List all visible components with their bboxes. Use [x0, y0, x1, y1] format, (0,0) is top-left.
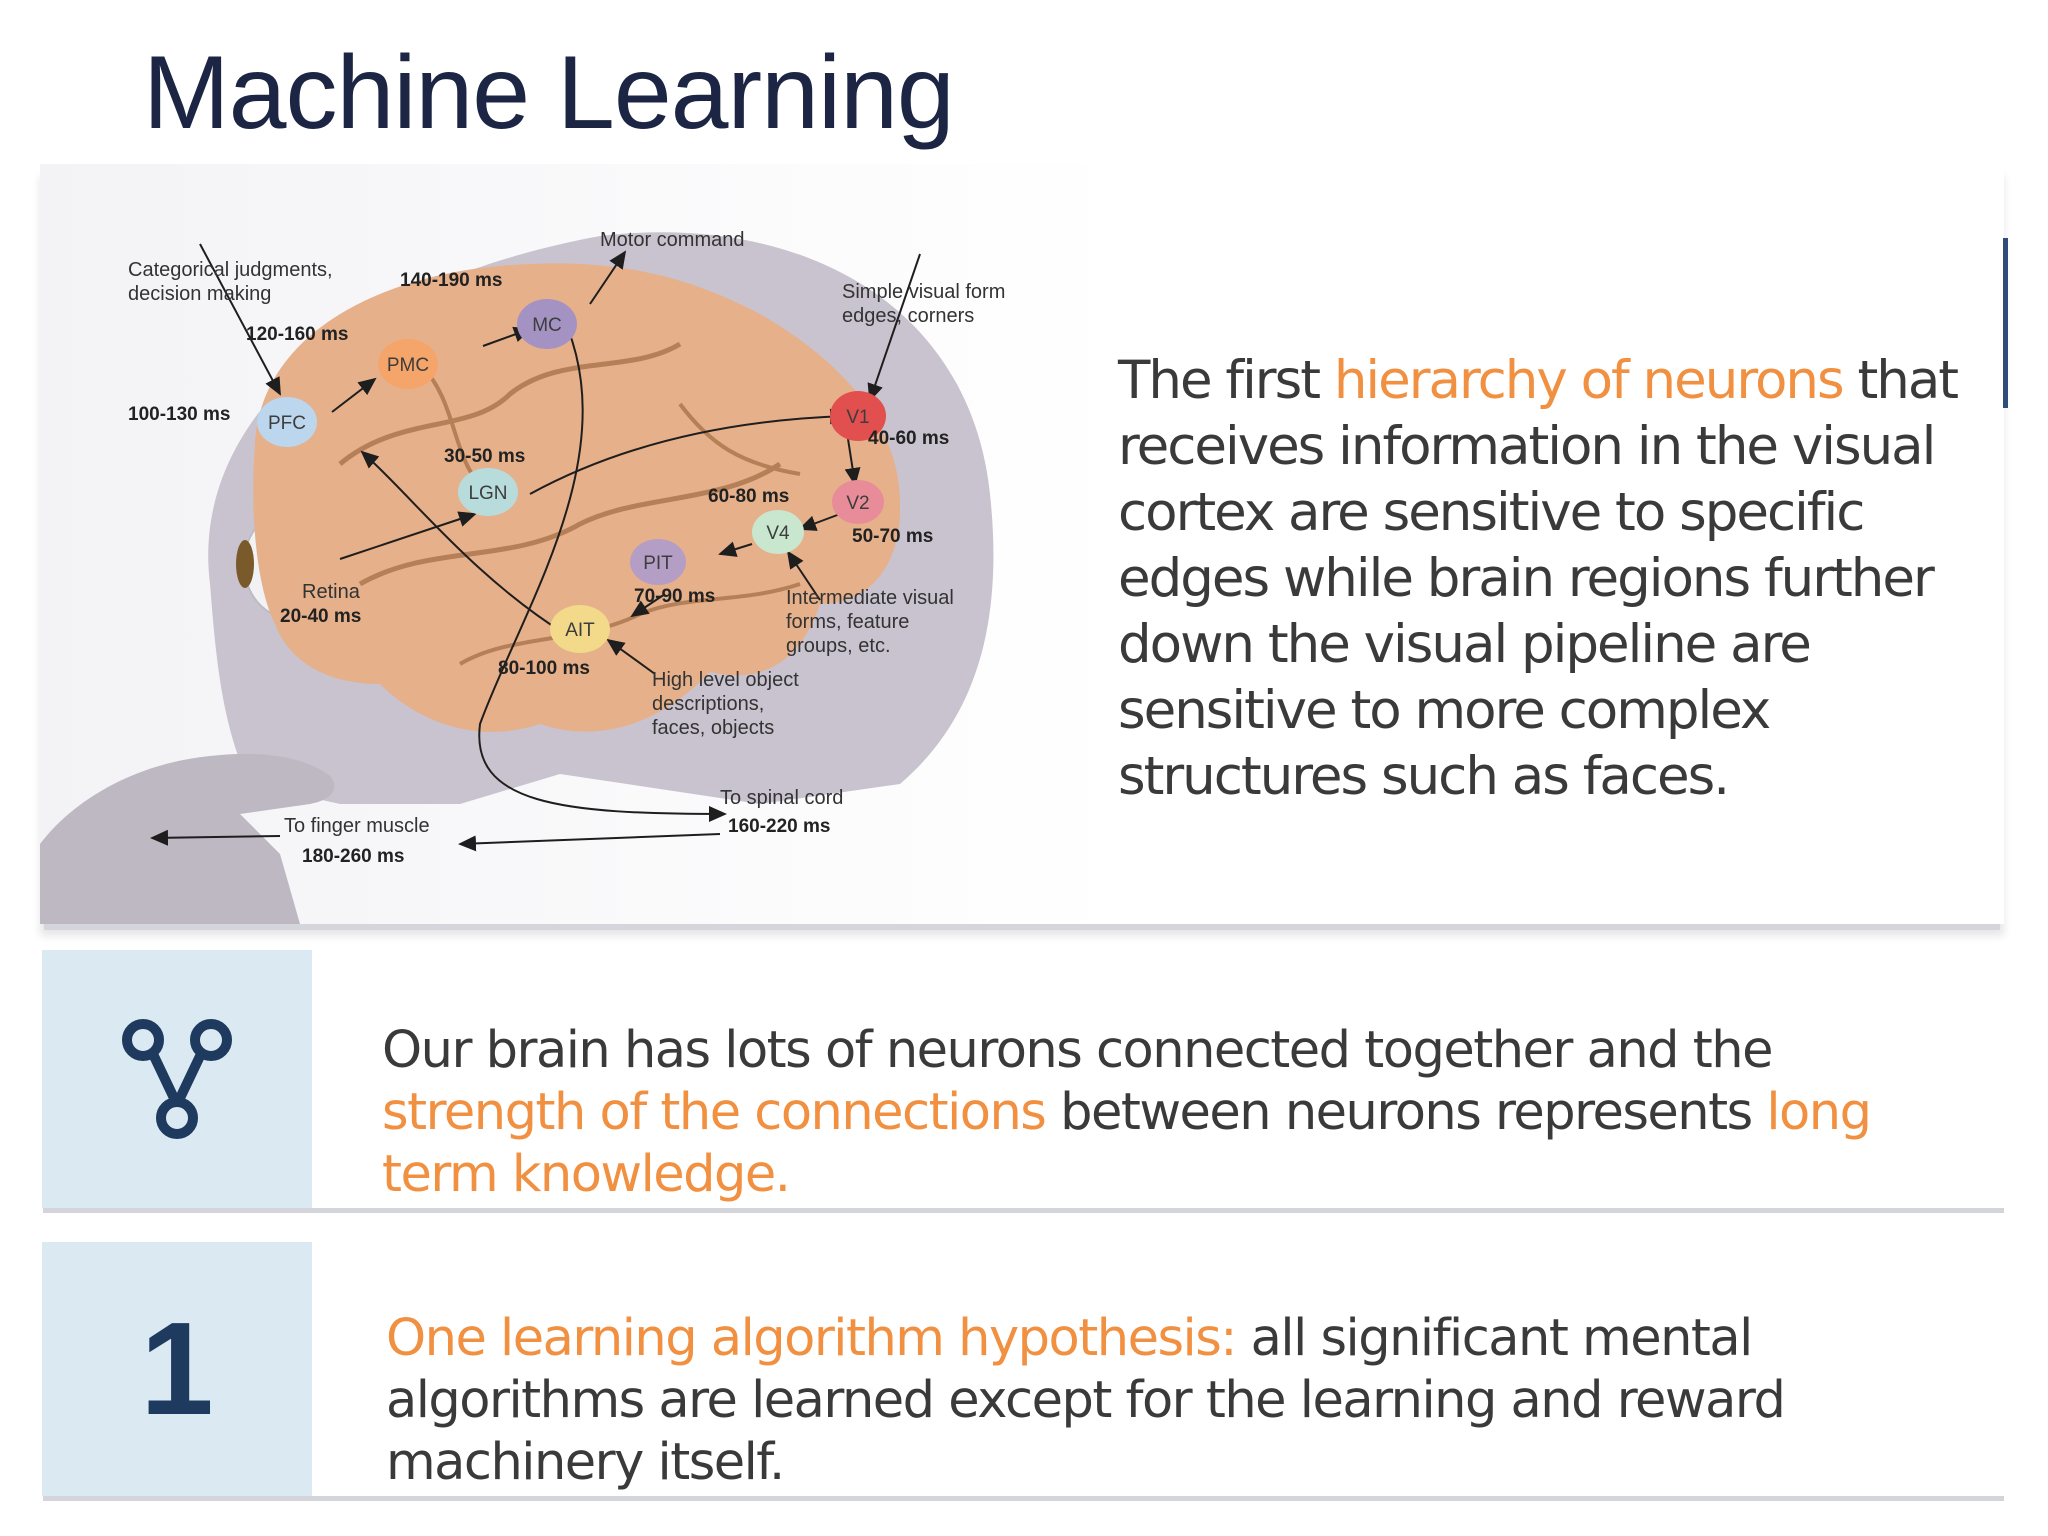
- slide-title: Machine Learning: [143, 35, 955, 151]
- arrow-spinal-finger: [458, 833, 721, 852]
- label-intermediate-3: groups, etc.: [786, 635, 891, 657]
- label-simple-form-1: Simple visual form: [842, 281, 1005, 303]
- timing-mc: 140-190 ms: [400, 270, 502, 291]
- brain-fold-1: [338, 341, 682, 466]
- arrow-finger: [150, 829, 281, 846]
- node-label-v4: V4: [766, 523, 790, 544]
- label-high-level-2: descriptions,: [652, 693, 764, 715]
- label-motor-command: Motor command: [600, 229, 745, 251]
- pointer-intermediate: [786, 550, 821, 601]
- label-finger: To finger muscle: [284, 815, 430, 837]
- pointer-categorical: [199, 243, 281, 396]
- arrow-ait-pfc: [360, 450, 566, 635]
- node-pmc: [378, 339, 438, 389]
- node-label-pit: PIT: [643, 553, 673, 574]
- arrow-v1-v2: [844, 438, 861, 486]
- label-categorical-2: decision making: [128, 283, 271, 305]
- pointer-high-level: [606, 638, 656, 675]
- learning-hypothesis-row: 1 One learning algorithm hypothesis: all…: [42, 1242, 2005, 1496]
- timing-v2: 50-70 ms: [852, 526, 933, 547]
- eye-iris: [236, 540, 254, 588]
- timing-v1: 40-60 ms: [868, 428, 949, 449]
- timing-finger: 180-260 ms: [302, 846, 404, 867]
- arrow-lgn-v1: [529, 408, 848, 495]
- node-pit: [630, 539, 686, 585]
- brain-fold-2: [358, 461, 782, 587]
- row1-highlight-2: long term knowledge.: [382, 1083, 1872, 1204]
- timing-pfc: 100-130 ms: [128, 404, 230, 425]
- row2-text-1: all significant mental algorithms are le…: [386, 1309, 1786, 1492]
- arrow-mc-spinal: [478, 328, 727, 822]
- pointer-simple-form: [867, 253, 921, 402]
- learning-hypothesis-text: One learning algorithm hypothesis: all s…: [386, 1308, 1976, 1494]
- hierarchy-text-pre: The first: [1118, 350, 1334, 411]
- node-label-ait: AIT: [565, 620, 595, 641]
- node-label-mc: MC: [532, 315, 562, 336]
- timing-ait: 80-100 ms: [498, 658, 590, 679]
- timing-retina: 20-40 ms: [280, 606, 361, 627]
- label-intermediate-2: forms, feature: [786, 611, 909, 633]
- node-ait: [550, 605, 610, 653]
- brain-hierarchy-card: PFC PMC MC LGN V1 V2 V4 PIT AIT Motor co…: [40, 164, 2008, 924]
- label-high-level-3: faces, objects: [652, 717, 774, 739]
- hand-silhouette: [40, 753, 335, 924]
- node-label-pfc: PFC: [268, 413, 306, 434]
- node-v2: [832, 480, 884, 524]
- node-mc: [517, 299, 577, 349]
- timing-spinal: 160-220 ms: [728, 816, 830, 837]
- timing-v4: 60-80 ms: [708, 486, 789, 507]
- node-pfc: [257, 397, 317, 447]
- timing-pit: 70-90 ms: [634, 586, 715, 607]
- arrow-retina-lgn: [339, 511, 477, 560]
- arrow-pfc-pmc: [331, 377, 377, 413]
- node-label-v2: V2: [846, 493, 869, 514]
- neurons-connection-text: Our brain has lots of neurons connected …: [382, 1020, 1972, 1206]
- node-lgn: [458, 468, 518, 516]
- row1-highlight-1: strength of the connections: [382, 1083, 1047, 1142]
- row1-text-2: between neurons represents: [1045, 1083, 1767, 1142]
- label-simple-form-2: edges, corners: [842, 305, 974, 327]
- timing-lgn: 30-50 ms: [444, 446, 525, 467]
- neurons-connection-row: Our brain has lots of neurons connected …: [42, 950, 2005, 1208]
- arrow-mc-motor: [589, 250, 627, 305]
- label-high-level-1: High level object: [652, 669, 799, 691]
- row-icon-box: [42, 950, 312, 1208]
- node-label-pmc: PMC: [387, 355, 429, 376]
- node-v1: [830, 391, 886, 441]
- label-retina: Retina: [302, 581, 361, 603]
- row-number-box: 1: [42, 1242, 312, 1496]
- label-spinal: To spinal cord: [720, 787, 843, 809]
- row1-text-1: Our brain has lots of neurons connected …: [382, 1021, 1773, 1080]
- network-nodes-icon: [122, 1019, 232, 1139]
- hierarchy-text-post: that receives information in the visual …: [1118, 350, 1959, 807]
- timing-pmc: 120-160 ms: [246, 324, 348, 345]
- hierarchy-highlight: hierarchy of neurons: [1333, 350, 1845, 411]
- arrow-v4-pit: [718, 541, 753, 557]
- hierarchy-description: The first hierarchy of neurons that rece…: [1118, 348, 1998, 810]
- row2-highlight-1: One learning algorithm hypothesis:: [386, 1309, 1237, 1368]
- arrow-v2-v4: [798, 513, 841, 531]
- arrow-pit-ait: [630, 593, 666, 618]
- brain-fold-5: [678, 402, 801, 476]
- node-label-lgn: LGN: [468, 483, 507, 504]
- node-label-v1: V1: [846, 407, 869, 428]
- node-v4: [752, 510, 804, 554]
- label-intermediate-1: Intermediate visual: [786, 587, 954, 609]
- card-accent-bar: [2003, 238, 2008, 408]
- brain-visual-pathway-figure: PFC PMC MC LGN V1 V2 V4 PIT AIT Motor co…: [40, 229, 1005, 924]
- label-categorical-1: Categorical judgments,: [128, 259, 333, 281]
- number-one: 1: [140, 1295, 214, 1442]
